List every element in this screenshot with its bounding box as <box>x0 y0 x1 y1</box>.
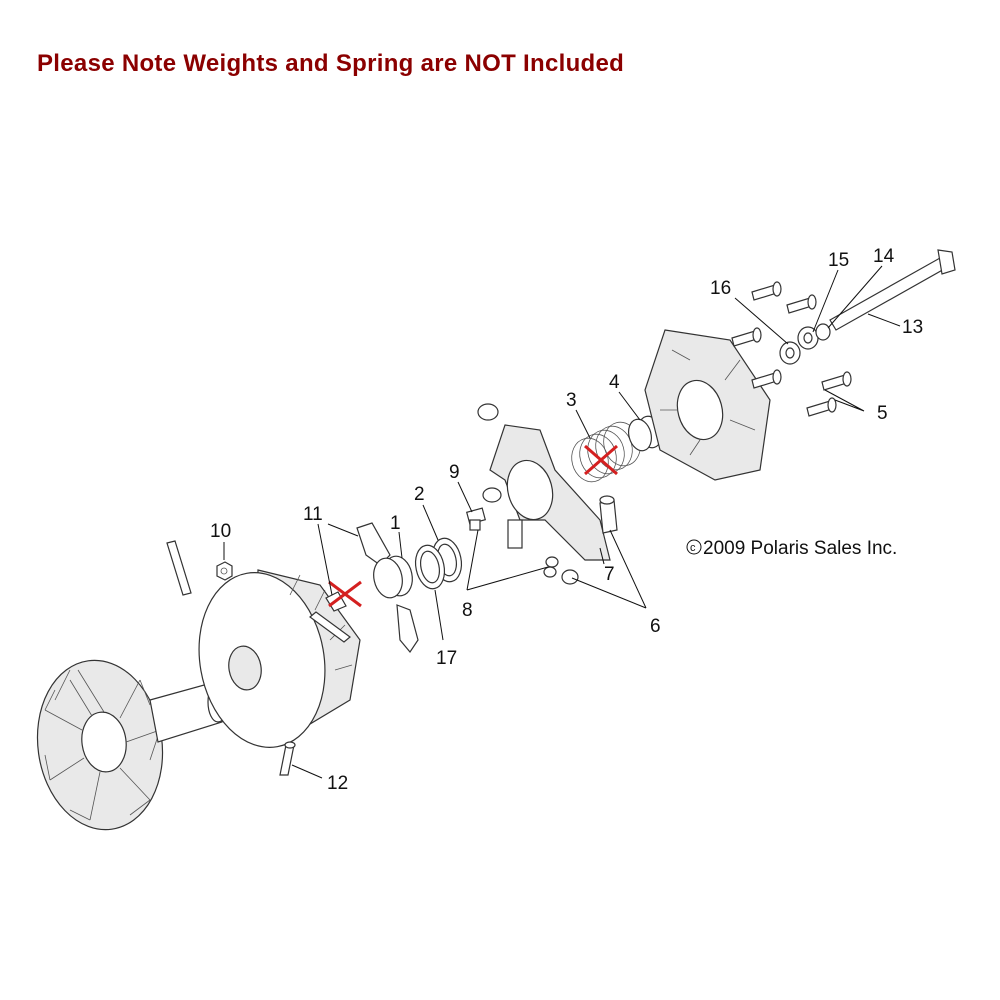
part-15-washer <box>797 326 819 350</box>
pin-upper-left <box>166 540 192 596</box>
cover <box>644 329 771 481</box>
copyright-text: 2009 Polaris Sales Inc. <box>703 538 897 559</box>
fan-sheave <box>36 659 164 831</box>
callout-4: 4 <box>609 372 620 393</box>
callout-16: 16 <box>710 278 731 299</box>
part-10-nut <box>216 561 233 581</box>
copyright-symbol: c <box>690 542 696 554</box>
part-12-bolt <box>279 741 296 776</box>
part-6-caps <box>561 495 618 585</box>
callout-labels: 1 2 3 4 5 6 7 8 9 10 11 12 13 14 15 16 1… <box>210 246 923 794</box>
part-13-bolt <box>829 249 956 331</box>
callout-17: 17 <box>436 648 457 669</box>
excluded-spring-mark <box>584 444 618 476</box>
callout-5: 5 <box>877 403 888 424</box>
callout-2: 2 <box>414 484 425 505</box>
part-16-bolts <box>731 281 817 365</box>
callout-3: 3 <box>566 390 577 411</box>
moveable-sheave <box>198 569 361 748</box>
callout-10: 10 <box>210 521 231 542</box>
callout-13: 13 <box>902 317 923 338</box>
part-1-bushing <box>373 555 413 599</box>
spider <box>477 403 611 561</box>
part-5-bolts <box>751 369 852 417</box>
part-14-washer <box>815 323 831 341</box>
callout-7: 7 <box>604 564 615 585</box>
leader-lines <box>223 265 901 779</box>
part-17-ring <box>414 544 446 590</box>
copyright-circle <box>686 539 702 555</box>
pin-mid <box>309 611 351 643</box>
callout-12: 12 <box>327 773 348 794</box>
callout-1: 1 <box>390 513 401 534</box>
excluded-weights-mark <box>328 580 362 608</box>
callout-8: 8 <box>462 600 473 621</box>
callout-6: 6 <box>650 616 661 637</box>
callout-9: 9 <box>449 462 460 483</box>
part-8-rollers <box>465 507 559 578</box>
callout-14: 14 <box>873 246 895 267</box>
callout-11: 11 <box>303 504 323 525</box>
notice-title: Please Note Weights and Spring are NOT I… <box>37 50 625 77</box>
callout-15: 15 <box>828 250 849 271</box>
copyright: c 2009 Polaris Sales Inc. <box>686 538 897 559</box>
